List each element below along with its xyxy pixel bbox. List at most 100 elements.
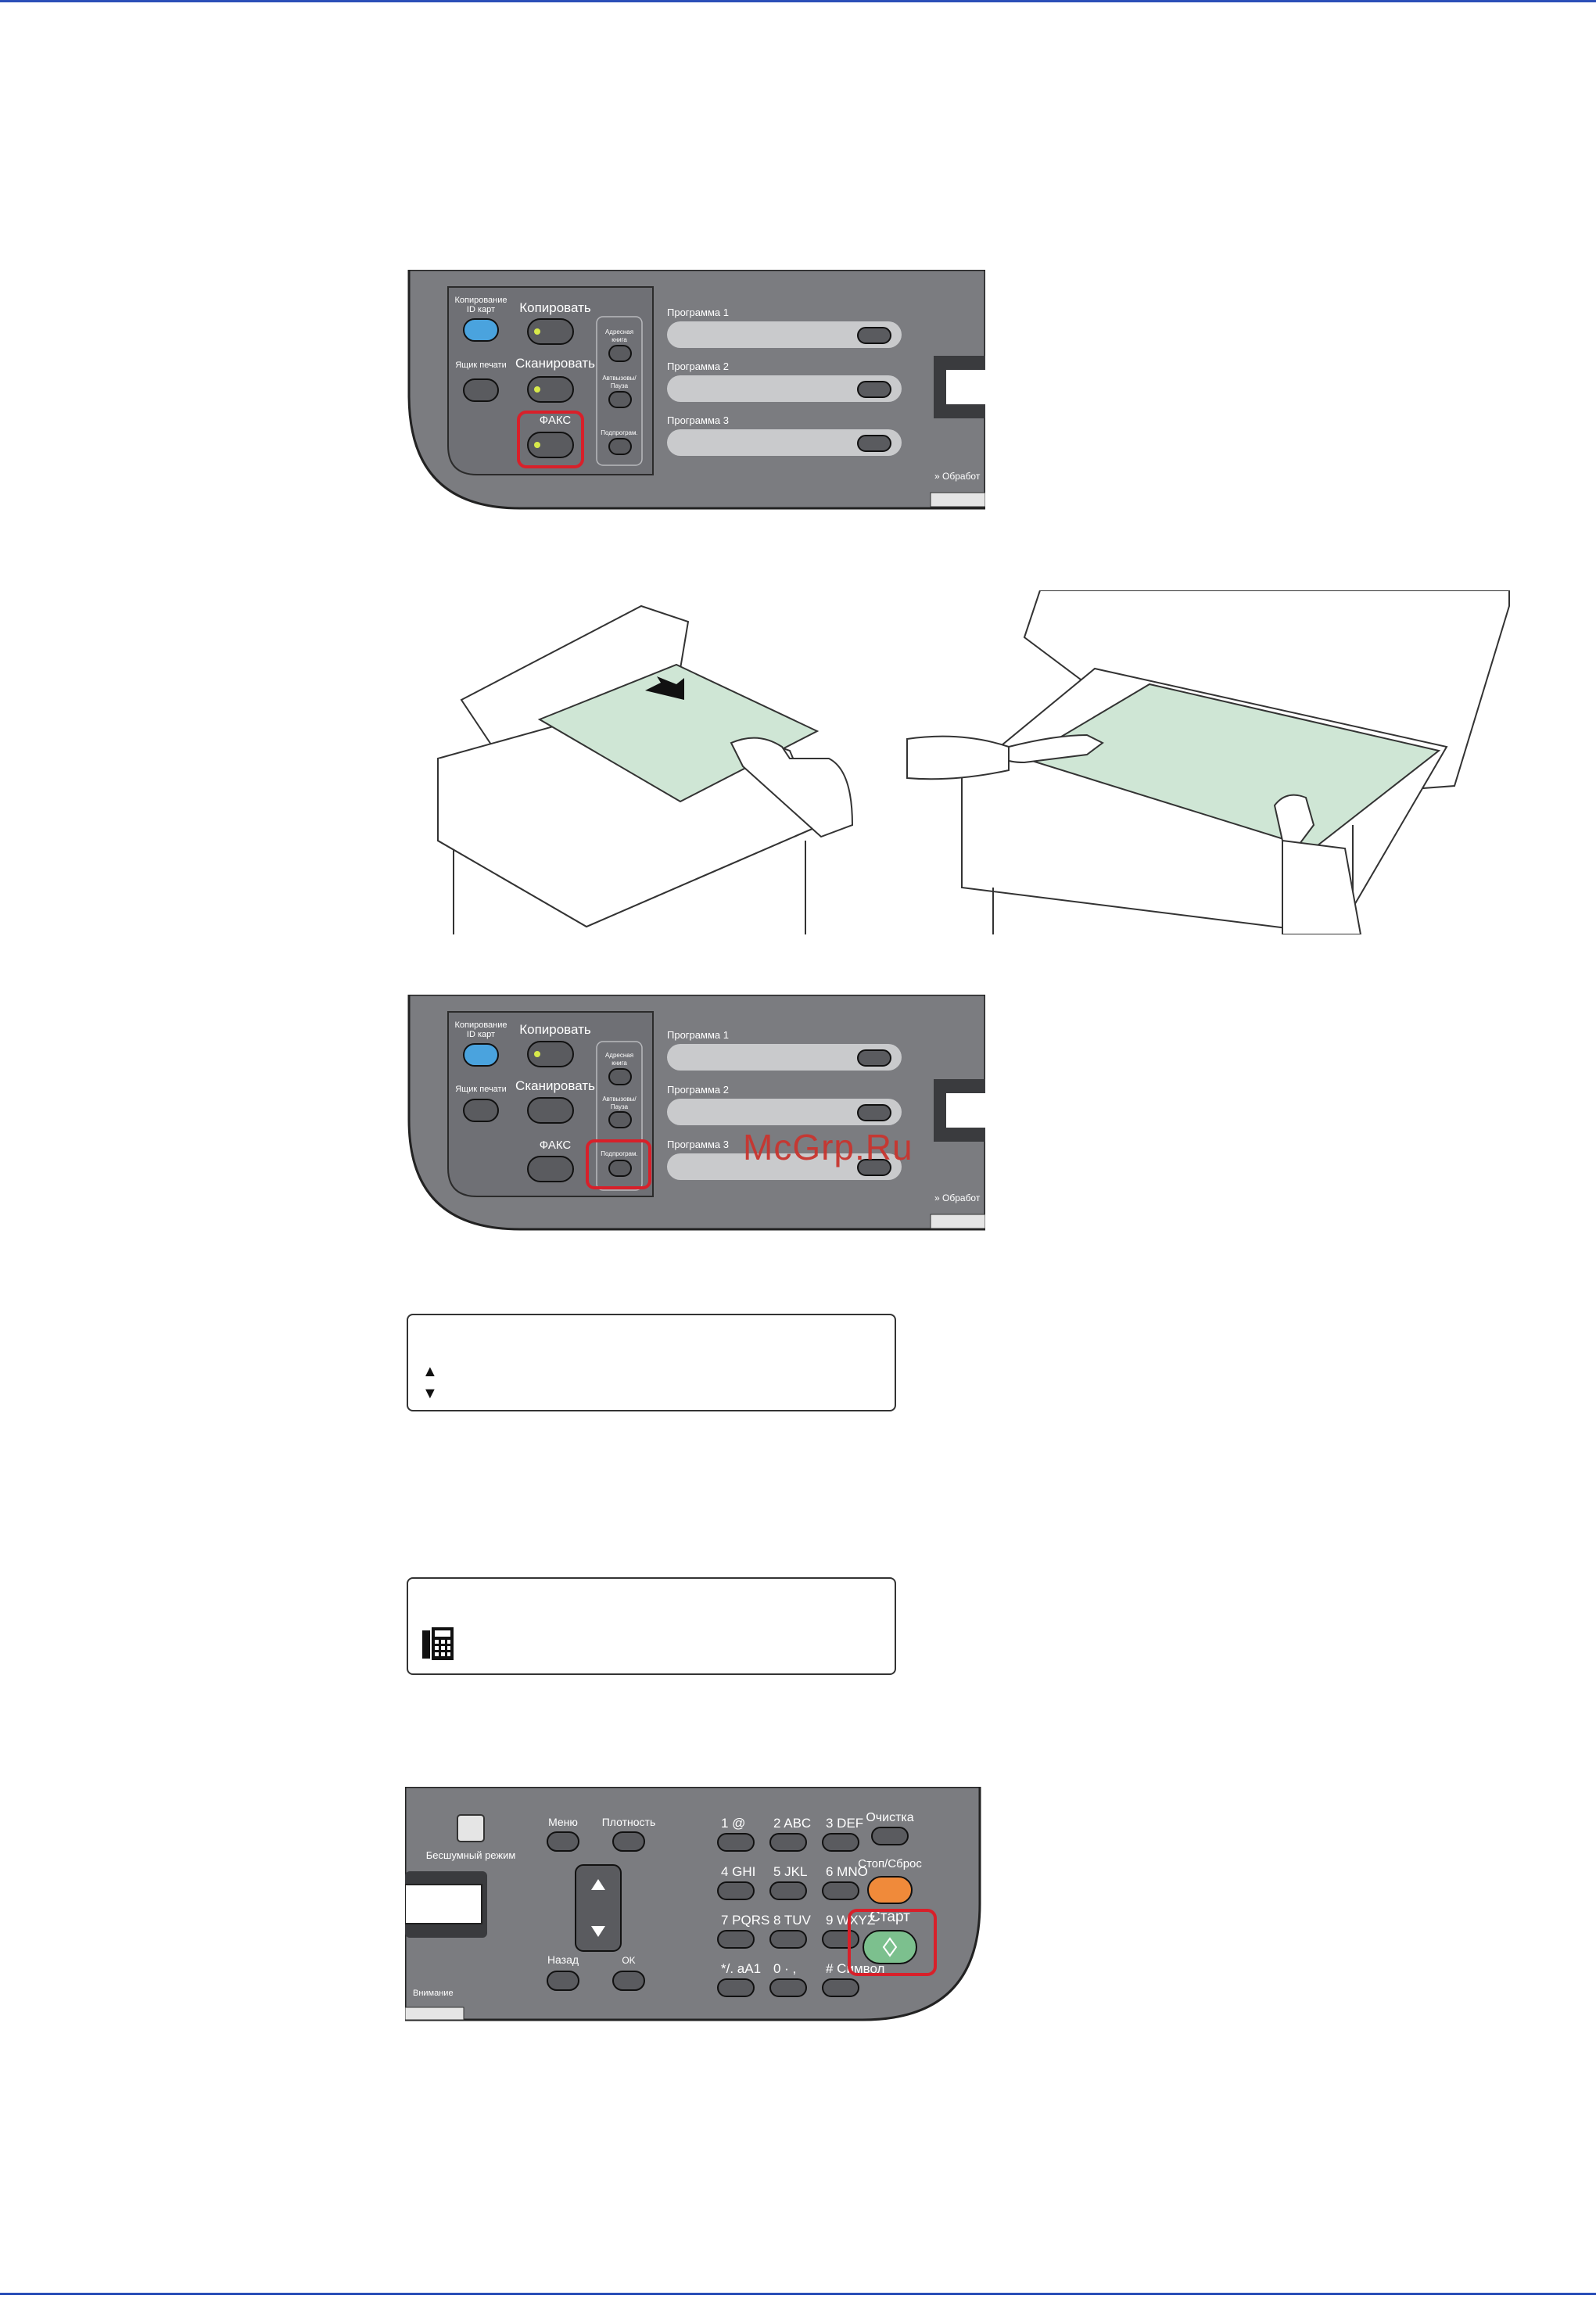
id-copy-button[interactable] <box>463 318 499 342</box>
copy-label-b: Копировать <box>519 1022 591 1037</box>
hook-button[interactable] <box>608 438 632 455</box>
clear-label: Очистка <box>866 1811 913 1824</box>
program-1-button-b[interactable] <box>857 1049 891 1067</box>
onhook-label-b2: Пауза <box>611 1103 629 1110</box>
program-row-3: Программа 3 <box>667 414 902 456</box>
up-key-icon[interactable] <box>591 1879 605 1890</box>
key-3-label: 3 DEF <box>826 1816 863 1831</box>
key-11-label: 0 · , <box>773 1961 796 1976</box>
key-6-button[interactable] <box>822 1881 859 1900</box>
program-row-2: Программа 2 <box>667 360 902 402</box>
print-box-button[interactable] <box>463 378 499 402</box>
start-icon <box>882 1937 898 1957</box>
address-book-label-b: Адресная <box>605 1052 633 1059</box>
id-copy-label-b2: ID карт <box>467 1030 495 1039</box>
hook-button-b[interactable] <box>608 1160 632 1177</box>
onhook-label-b: Автвызовы/ <box>602 1096 637 1103</box>
silent-mode-button[interactable] <box>457 1814 485 1842</box>
id-copy-label: Копирование <box>454 296 507 305</box>
onhook-label: Автвызовы/ <box>602 375 637 382</box>
scan-button[interactable] <box>527 376 574 403</box>
id-copy-button-b[interactable] <box>463 1043 499 1067</box>
back-button[interactable] <box>547 1971 579 1991</box>
fax-label-b: ФАКС <box>540 1139 572 1152</box>
print-box-button-b[interactable] <box>463 1099 499 1122</box>
key-9-button[interactable] <box>822 1930 859 1949</box>
control-panel-hook-figure: Копирование ID карт Копировать Ящик печа… <box>407 995 985 1231</box>
scan-button-b[interactable] <box>527 1097 574 1124</box>
print-box-label: Ящик печати <box>455 360 507 370</box>
program-2-button[interactable] <box>857 381 891 398</box>
hook-button-highlight <box>586 1139 651 1189</box>
key-12-button[interactable] <box>822 1978 859 1997</box>
watermark: McGrp.Ru <box>743 1127 913 1167</box>
ok-button[interactable] <box>612 1971 645 1991</box>
document-placement-figure <box>437 590 1510 934</box>
control-panel-fax-figure: Копирование ID карт Копировать Ящик печа… <box>407 270 985 510</box>
key-2-button[interactable] <box>769 1833 807 1852</box>
paper-sheet-platen <box>1022 683 1441 850</box>
arrow-keypad[interactable] <box>575 1864 622 1952</box>
program-row-1: Программа 1 <box>667 307 902 348</box>
back-label: Назад <box>547 1953 579 1966</box>
key-5-button[interactable] <box>769 1881 807 1900</box>
address-book-button[interactable] <box>608 345 632 362</box>
key-7-button[interactable] <box>717 1930 755 1949</box>
program-3-button-b[interactable] <box>857 1159 891 1176</box>
start-label: Старт <box>870 1909 910 1925</box>
onhook-label-2: Пауза <box>611 382 629 389</box>
key-7-label: 7 PQRS <box>721 1913 769 1928</box>
feed-arrow <box>645 676 684 700</box>
menu-button[interactable] <box>547 1831 579 1852</box>
key-8-label: 8 TUV <box>773 1913 812 1928</box>
paper-sheet-feeder <box>537 663 820 803</box>
fax-button-b[interactable] <box>527 1156 574 1182</box>
key-6-label: 6 MNO <box>826 1864 868 1879</box>
key-1-label: 1 @ <box>721 1816 745 1831</box>
onhook-button-b[interactable] <box>608 1111 632 1128</box>
menu-label: Меню <box>548 1816 578 1828</box>
display-window <box>946 370 985 404</box>
key-10-button[interactable] <box>717 1978 755 1997</box>
program-3-button[interactable] <box>857 435 891 452</box>
density-label: Плотность <box>602 1816 656 1828</box>
key-8-button[interactable] <box>769 1930 807 1949</box>
program-1-label-b: Программа 1 <box>667 1029 729 1041</box>
address-book-button-b[interactable] <box>608 1068 632 1085</box>
hook-label: Подпрограм. <box>601 429 637 436</box>
program-1-button[interactable] <box>857 327 891 344</box>
id-copy-label-b: Копирование <box>454 1020 507 1030</box>
program-3-label: Программа 3 <box>667 414 729 426</box>
key-12-label: # Символ <box>826 1961 884 1976</box>
fax-button-highlight <box>517 411 584 468</box>
attention-label: Внимание <box>413 1989 454 1998</box>
key-4-button[interactable] <box>717 1881 755 1900</box>
message-display <box>405 1884 482 1924</box>
copy-button[interactable] <box>527 318 574 345</box>
fax-button[interactable] <box>527 432 574 458</box>
silent-mode-label: Бесшумный режим <box>426 1849 516 1861</box>
down-key-icon[interactable] <box>591 1926 605 1937</box>
print-box-label-b: Ящик печати <box>455 1085 507 1094</box>
program-2-button-b[interactable] <box>857 1104 891 1121</box>
control-panel-start-figure: Бесшумный режим Внимание Меню Плотность … <box>405 1787 981 2021</box>
address-book-label-2: книга <box>612 336 627 343</box>
clear-button[interactable] <box>871 1827 909 1845</box>
stop-label: Стоп/Сброс <box>858 1857 922 1870</box>
start-button[interactable] <box>863 1930 917 1964</box>
program-2-label: Программа 2 <box>667 360 729 372</box>
address-book-label: Адресная <box>605 328 633 335</box>
down-arrow-icon: ▼ <box>422 1385 438 1402</box>
copy-button-b[interactable] <box>527 1041 574 1067</box>
scan-label: Сканировать <box>515 356 595 371</box>
density-button[interactable] <box>612 1831 645 1852</box>
key-3-button[interactable] <box>822 1833 859 1852</box>
stop-button[interactable] <box>867 1876 913 1904</box>
id-copy-label-2: ID карт <box>467 305 495 314</box>
key-11-button[interactable] <box>769 1978 807 1997</box>
key-1-button[interactable] <box>717 1833 755 1852</box>
hook-label-b: Подпрограм. <box>601 1150 637 1157</box>
key-5-label: 5 JKL <box>773 1864 807 1879</box>
lcd-screen-1: ▲ ▼ <box>407 1314 896 1411</box>
onhook-button[interactable] <box>608 391 632 408</box>
